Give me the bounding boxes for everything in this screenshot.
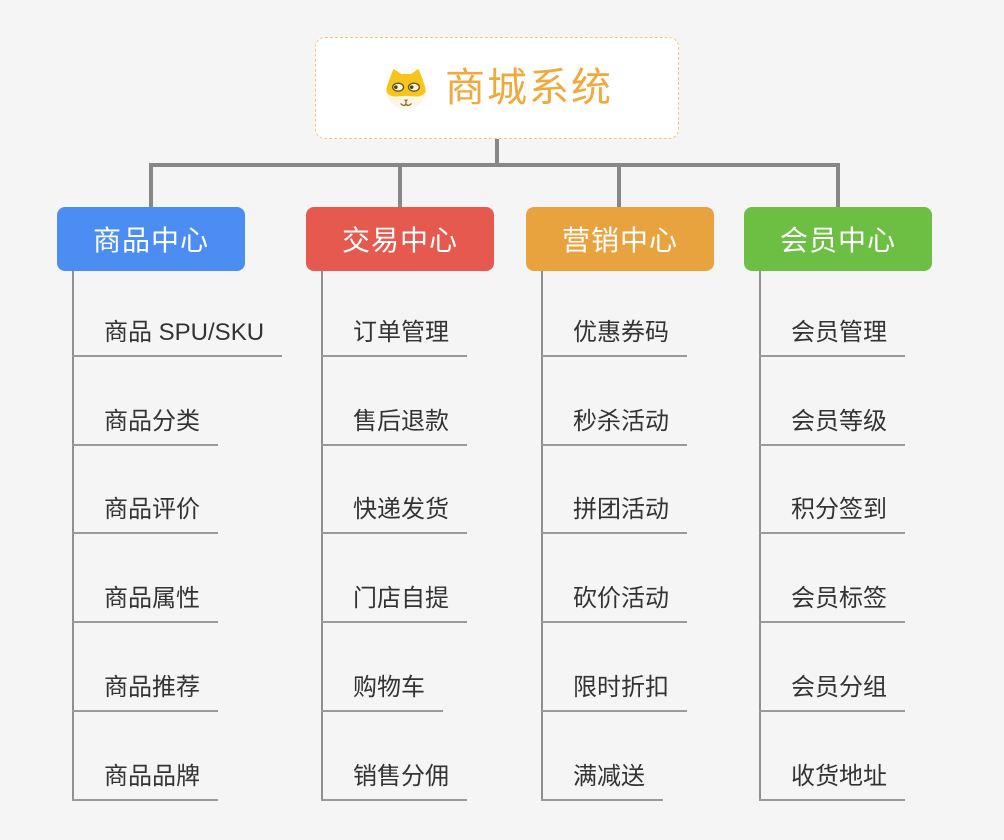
leaf-node[interactable]: 商品 SPU/SKU bbox=[72, 313, 283, 357]
branch-items-marketing: 优惠券码 秒杀活动 拼团活动 砍价活动 限时折扣 满减送 bbox=[541, 271, 781, 811]
connector-drop-product bbox=[149, 163, 153, 208]
leaf-node[interactable]: 商品推荐 bbox=[72, 668, 218, 712]
branch-header-label: 交易中心 bbox=[341, 225, 458, 256]
branch-header-label: 营销中心 bbox=[561, 225, 678, 256]
root-node[interactable]: 商城系统 bbox=[315, 37, 679, 139]
connector-branch-line bbox=[321, 271, 323, 799]
root-title: 商城系统 bbox=[445, 66, 613, 110]
leaf-node[interactable]: 会员分组 bbox=[759, 668, 905, 712]
connector-drop-trade bbox=[398, 163, 402, 208]
leaf-node[interactable]: 售后退款 bbox=[321, 402, 467, 446]
leaf-node[interactable]: 购物车 bbox=[321, 668, 443, 712]
leaf-node[interactable]: 砍价活动 bbox=[541, 579, 687, 623]
connector-drop-marketing bbox=[617, 163, 621, 208]
branch-header-label: 商品中心 bbox=[92, 225, 209, 256]
leaf-node[interactable]: 商品评价 bbox=[72, 490, 218, 534]
connector-root-stem bbox=[495, 139, 499, 165]
leaf-node[interactable]: 销售分佣 bbox=[321, 757, 467, 801]
branch-header-member[interactable]: 会员中心 bbox=[744, 207, 932, 271]
leaf-node[interactable]: 商品分类 bbox=[72, 402, 218, 446]
branch-header-product[interactable]: 商品中心 bbox=[57, 207, 245, 271]
branch-header-marketing[interactable]: 营销中心 bbox=[526, 207, 714, 271]
leaf-node[interactable]: 商品品牌 bbox=[72, 757, 218, 801]
connector-branch-line bbox=[541, 271, 543, 799]
leaf-node[interactable]: 订单管理 bbox=[321, 313, 467, 357]
leaf-node[interactable]: 快递发货 bbox=[321, 490, 467, 534]
connector-branch-line bbox=[759, 271, 761, 799]
leaf-node[interactable]: 商品属性 bbox=[72, 579, 218, 623]
branch-header-trade[interactable]: 交易中心 bbox=[306, 207, 494, 271]
leaf-node[interactable]: 满减送 bbox=[541, 757, 663, 801]
connector-trunk bbox=[149, 163, 840, 167]
leaf-node[interactable]: 优惠券码 bbox=[541, 313, 687, 357]
leaf-node[interactable]: 门店自提 bbox=[321, 579, 467, 623]
leaf-node[interactable]: 积分签到 bbox=[759, 490, 905, 534]
leaf-node[interactable]: 收货地址 bbox=[759, 757, 905, 801]
branch-items-member: 会员管理 会员等级 积分签到 会员标签 会员分组 收货地址 bbox=[759, 271, 999, 811]
leaf-node[interactable]: 会员管理 bbox=[759, 313, 905, 357]
dog-icon bbox=[381, 66, 431, 110]
leaf-node[interactable]: 会员等级 bbox=[759, 402, 905, 446]
leaf-node[interactable]: 限时折扣 bbox=[541, 668, 687, 712]
leaf-node[interactable]: 秒杀活动 bbox=[541, 402, 687, 446]
branch-header-label: 会员中心 bbox=[779, 225, 896, 256]
branch-items-product: 商品 SPU/SKU 商品分类 商品评价 商品属性 商品推荐 商品品牌 bbox=[72, 271, 312, 811]
connector-branch-line bbox=[72, 271, 74, 799]
leaf-node[interactable]: 拼团活动 bbox=[541, 490, 687, 534]
leaf-node[interactable]: 会员标签 bbox=[759, 579, 905, 623]
connector-drop-member bbox=[836, 163, 840, 208]
branch-items-trade: 订单管理 售后退款 快递发货 门店自提 购物车 销售分佣 bbox=[321, 271, 561, 811]
